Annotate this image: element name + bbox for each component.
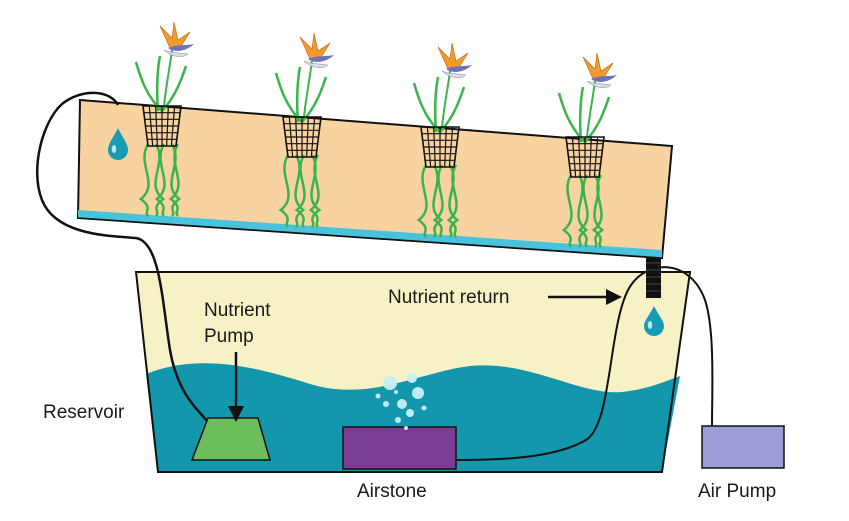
bubble-icon [375, 393, 381, 399]
nutrient-pump-label-line2: Pump [204, 326, 254, 347]
bubble-icon [421, 405, 427, 411]
nutrient-pump-label: Nutrient Pump [204, 298, 294, 350]
airstone-label: Airstone [357, 481, 427, 502]
net-pot-icon [420, 126, 460, 168]
return-pointer-arrow [548, 289, 622, 305]
nutrient-return-outlet [646, 257, 661, 298]
air-bubbles [375, 373, 427, 430]
airstone [342, 426, 457, 470]
bubble-icon [406, 409, 414, 417]
pump-pointer-arrow [228, 352, 244, 422]
bubble-icon [395, 417, 401, 423]
air-hose [455, 266, 714, 461]
air-pump [701, 425, 785, 469]
bubble-icon [412, 387, 424, 399]
net-pot-icon [142, 105, 182, 147]
net-pot-icon [282, 116, 322, 158]
plants-group [134, 21, 617, 248]
bubble-icon [407, 373, 417, 383]
growing-channel [76, 98, 674, 260]
nutrient-feed-hose [35, 91, 211, 425]
plant-icon [134, 21, 194, 217]
net-pot-icon [565, 136, 605, 178]
plant-icon [412, 42, 472, 238]
bubble-icon [397, 399, 407, 409]
bubble-icon [383, 376, 397, 390]
reservoir-label: Reservoir [43, 402, 125, 423]
plant-icon [557, 52, 617, 248]
channel-floor [78, 210, 662, 258]
bubble-icon [394, 390, 398, 394]
nutrient-pump-label-line1: Nutrient [204, 300, 271, 321]
plant-icon [274, 32, 334, 228]
droplet-highlight [647, 321, 653, 329]
bubble-icon [383, 401, 389, 407]
air-pump-label: Air Pump [698, 481, 777, 502]
reservoir-water [146, 363, 680, 472]
bubble-icon [404, 426, 408, 430]
nutrient-pump [190, 417, 271, 461]
droplet-highlight [111, 145, 117, 153]
reservoir-outline [134, 271, 692, 473]
reservoir-tank [134, 271, 692, 473]
nutrient-return-label: Nutrient return [388, 287, 510, 308]
